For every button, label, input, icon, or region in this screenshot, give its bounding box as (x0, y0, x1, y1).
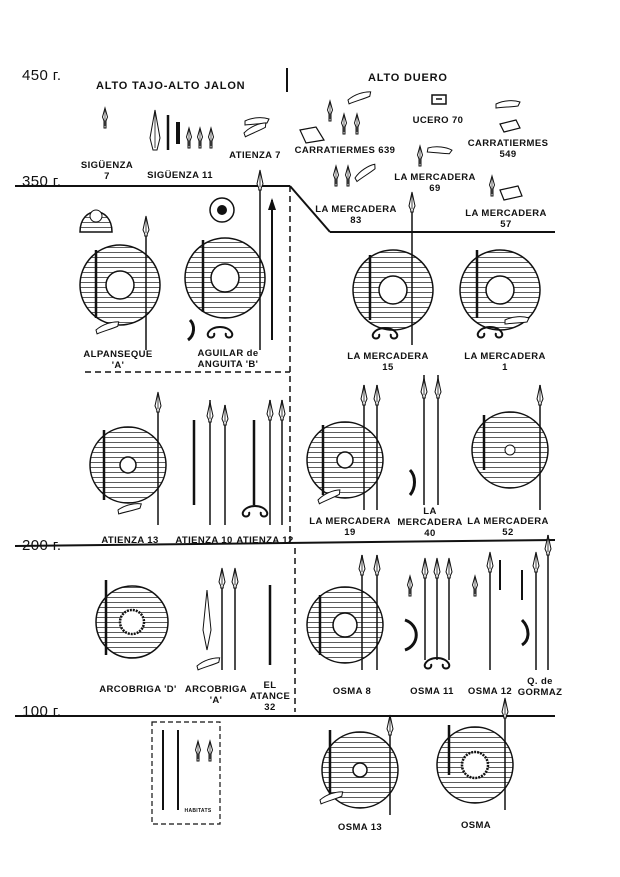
line-200 (14, 539, 556, 547)
siguenza11-spear (149, 109, 161, 151)
alpanseque-weapons (94, 215, 150, 350)
label-siguenza-11: SIGÜENZA 11 (147, 170, 213, 181)
lamercadera1-shield (459, 249, 541, 331)
lamercadera83-items (333, 162, 379, 187)
osma8-weapons (318, 554, 381, 670)
aguilar-helmet (209, 197, 235, 223)
label-carratiermes-639: CARRATIERMES 639 (294, 145, 396, 156)
aguilar-weapons (187, 169, 276, 350)
lamercadera52-weapons (482, 384, 544, 510)
atienza12-weapons (241, 399, 286, 525)
lamercadera19-weapons (316, 384, 381, 510)
era-450: 450 г. (22, 67, 62, 84)
label-osma-13: OSMA 13 (337, 822, 383, 833)
label-q-gormaz: Q. de GORMAZ (517, 676, 563, 698)
label-habitats: HABITATS (184, 808, 212, 814)
atienza13-shield (89, 426, 167, 504)
label-lamercadera-52: LA MERCADERA 52 (467, 516, 549, 538)
ucero70-item (431, 94, 447, 105)
arcobrigaD-weapons (104, 580, 222, 671)
habitats-box (151, 721, 221, 825)
label-osma-8: OSMA 8 (332, 686, 372, 697)
label-lamercadera-83: LA MERCADERA 83 (315, 204, 397, 226)
osma8-shield (306, 586, 384, 664)
label-arcobriga-a: ARCOBRIGA 'A' (184, 684, 248, 706)
label-carratiermes-549: CARRATIERMES 549 (467, 138, 549, 160)
lamercadera69-items (417, 144, 453, 167)
label-arcobriga-d: ARCOBRIGA 'D' (99, 684, 177, 695)
era-350: 350 г. (22, 173, 62, 190)
label-osma-11: OSMA 11 (410, 686, 454, 697)
arcobrigaA-weapons (202, 567, 239, 670)
era-100: 100 г. (22, 703, 62, 720)
atienza13-weapons (102, 391, 162, 525)
label-lamercadera-19: LA MERCADERA 19 (309, 516, 391, 538)
lamercadera15-weapons (368, 191, 416, 345)
osma12-weapons (472, 551, 501, 670)
label-atienza-10: ATIENZA 10 (175, 535, 233, 546)
osma-weapons (447, 697, 509, 810)
label-lamercadera-1: LA MERCADERA 1 (464, 351, 546, 373)
atienza7-items (242, 117, 270, 138)
osma11-weapons (404, 557, 453, 670)
alpanseque-shield (79, 244, 161, 326)
lamercadera52-shield (471, 411, 549, 489)
aguilar-shield (184, 237, 266, 319)
lamercadera57-items (489, 175, 523, 201)
carratiermes549-items (495, 100, 521, 133)
label-lamercadera-57: LA MERCADERA 57 (465, 208, 547, 230)
habitats-weapons (162, 730, 213, 810)
qgormaz-weapons (520, 534, 552, 670)
line-350-slope (289, 185, 331, 233)
atienza10-weapons (192, 400, 229, 525)
osma-shield (436, 726, 514, 804)
label-ucero-70: UCERO 70 (412, 115, 464, 126)
alpanseque-helmet (79, 209, 113, 233)
carratiermes639-items (299, 90, 373, 144)
osma13-weapons (318, 714, 394, 815)
lamercadera1-weapons (475, 250, 530, 339)
label-atienza-7: ATIENZA 7 (229, 150, 281, 161)
label-osma-12: OSMA 12 (467, 686, 513, 697)
label-lamercadera-69: LA MERCADERA 69 (394, 172, 476, 194)
label-lamercadera-40: LA MERCADERA 40 (397, 506, 463, 539)
label-siguenza-7: SIGÜENZA 7 (80, 160, 134, 182)
siguenza11-items (166, 115, 214, 150)
label-atienza-12: ATIENZA 12 (236, 535, 294, 546)
label-lamercadera-15: LA MERCADERA 15 (347, 351, 429, 373)
osma13-shield (321, 731, 399, 809)
label-atienza-13: ATIENZA 13 (101, 535, 159, 546)
lamercadera40-weapons (408, 375, 442, 505)
label-alpanseque: ALPANSEQUE 'A' (83, 349, 153, 371)
siguenza7-spearhead (102, 107, 108, 129)
label-aguilar: AGUILAR de ANGUITA 'B' (197, 348, 259, 370)
lamercadera19-shield (306, 421, 384, 499)
lamercadera15-shield (352, 249, 434, 331)
region-alto-tajo: ALTO TAJO-ALTO JALON (96, 80, 246, 92)
era-200: 200 г. (22, 537, 62, 554)
label-el-atance: EL ATANCE 32 (249, 680, 291, 713)
arcobrigaD-shield (95, 585, 169, 659)
region-alto-duero: ALTO DUERO (368, 72, 448, 84)
label-osma: OSMA (460, 820, 492, 831)
